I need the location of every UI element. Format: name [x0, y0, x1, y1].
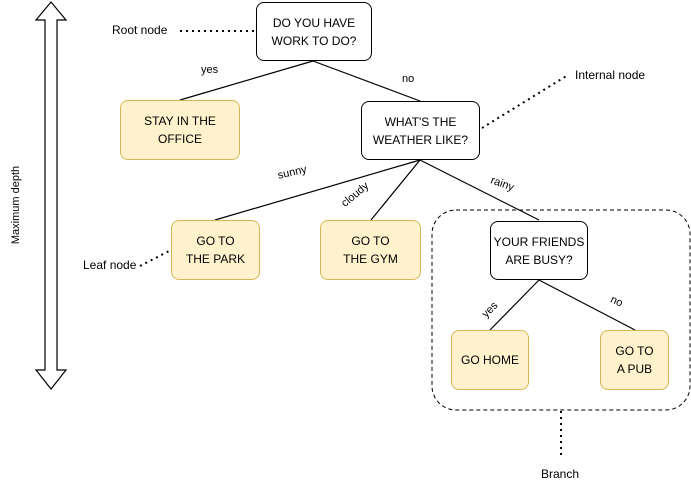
- root-node[interactable]: DO YOU HAVE WORK TO DO?: [256, 2, 372, 61]
- branch-group-box: [431, 209, 691, 411]
- internal-node-pointer: [481, 74, 569, 129]
- leaf-stay-office[interactable]: STAY IN THE OFFICE: [120, 100, 240, 160]
- leaf-go-pub[interactable]: GO TO A PUB: [600, 330, 669, 390]
- edge-weather-friends: [419, 159, 540, 221]
- edge-weather-gym: [370, 159, 421, 221]
- friends-node[interactable]: YOUR FRIENDS ARE BUSY?: [490, 221, 588, 280]
- leaf-node-label: Leaf node: [83, 258, 137, 272]
- leaf-go-gym[interactable]: GO TO THE GYM: [320, 220, 421, 280]
- leaf-go-home[interactable]: GO HOME: [451, 330, 529, 390]
- edge-friends-pub: [538, 279, 636, 331]
- edge-root-office: [179, 60, 314, 101]
- edge-friends-home: [489, 279, 540, 331]
- root-node-label: Root node: [112, 23, 168, 37]
- edge-label-no-root: no: [402, 73, 415, 85]
- edge-weather-park: [214, 159, 421, 221]
- weather-node[interactable]: WHAT'S THE WEATHER LIKE?: [361, 101, 480, 160]
- edge-label-yes-root: yes: [201, 64, 219, 76]
- branch-label: Branch: [541, 467, 580, 481]
- max-depth-label: Maximum depth: [10, 165, 22, 245]
- internal-node-label: Internal node: [575, 68, 646, 82]
- edge-root-weather: [312, 60, 421, 102]
- leaf-node-pointer: [139, 249, 172, 267]
- max-depth-arrow-icon: [34, 1, 68, 390]
- leaf-go-park[interactable]: GO TO THE PARK: [171, 220, 260, 280]
